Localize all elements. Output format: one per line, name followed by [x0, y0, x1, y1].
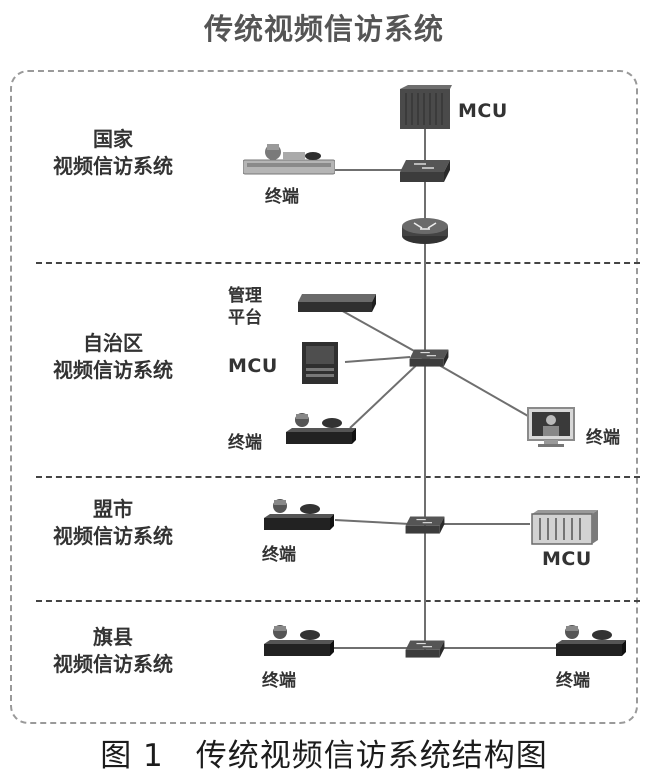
- region-terminal-left-label: 终端: [228, 433, 262, 453]
- link-region-terminal-right: [424, 356, 536, 421]
- region-terminal-right-label: 终端: [586, 428, 620, 448]
- tier-national-line1: 国家: [93, 127, 133, 151]
- tier-city-line2: 视频信访系统: [53, 524, 173, 548]
- mcu-tower-icon: [302, 342, 338, 384]
- city-mcu-label: MCU: [542, 548, 592, 570]
- tier-divider-2: [36, 476, 640, 478]
- tier-national-line2: 视频信访系统: [53, 154, 173, 178]
- network-switch-icon: [400, 160, 450, 182]
- link-mgmt-platform: [329, 303, 426, 358]
- video-terminal-icon: [286, 413, 356, 444]
- city-terminal-label: 终端: [262, 545, 296, 565]
- diagram-title: 传统视频信访系统: [203, 12, 444, 46]
- mgmt-platform-label: 管理 平台: [228, 285, 262, 329]
- link-city-terminal: [334, 519, 411, 525]
- mgmt-platform-label-line1: 管理: [228, 286, 262, 306]
- mcu-chassis-icon: [531, 510, 598, 545]
- video-display-icon: [527, 407, 575, 447]
- link-region-terminal-left: [349, 356, 426, 429]
- tier-region-line2: 视频信访系统: [53, 358, 173, 382]
- video-terminal-icon: [243, 144, 335, 175]
- national-mcu-label: MCU: [458, 100, 508, 122]
- network-switch-icon: [409, 349, 449, 367]
- tier-label-city: 盟市 视频信访系统: [18, 496, 208, 550]
- tier-divider-3: [36, 600, 640, 602]
- video-terminal-icon: [264, 625, 334, 656]
- county-terminal-left-label: 终端: [262, 671, 296, 691]
- link-region-mcu: [344, 356, 411, 363]
- tier-divider-1: [36, 262, 640, 264]
- figure-caption: 图 1 传统视频信访系统结构图: [100, 738, 548, 774]
- tier-label-national: 国家 视频信访系统: [18, 126, 208, 180]
- tier-region-line1: 自治区: [83, 331, 143, 355]
- network-switch-icon: [405, 640, 445, 658]
- mcu-server-icon: [400, 85, 452, 129]
- router-icon: [402, 218, 448, 244]
- video-terminal-icon: [264, 499, 334, 530]
- tier-label-region: 自治区 视频信访系统: [18, 330, 208, 384]
- network-switch-icon: [405, 516, 445, 534]
- national-terminal-label: 终端: [265, 187, 299, 207]
- tier-city-line1: 盟市: [93, 497, 133, 521]
- management-server-icon: [298, 294, 376, 312]
- video-terminal-icon: [556, 625, 626, 656]
- tier-label-county: 旗县 视频信访系统: [18, 624, 208, 678]
- system-frame: [10, 70, 638, 724]
- tier-county-line1: 旗县: [93, 625, 133, 649]
- mgmt-platform-label-line2: 平台: [228, 308, 262, 328]
- tier-county-line2: 视频信访系统: [53, 652, 173, 676]
- county-terminal-right-label: 终端: [556, 671, 590, 691]
- region-mcu-label: MCU: [228, 355, 278, 377]
